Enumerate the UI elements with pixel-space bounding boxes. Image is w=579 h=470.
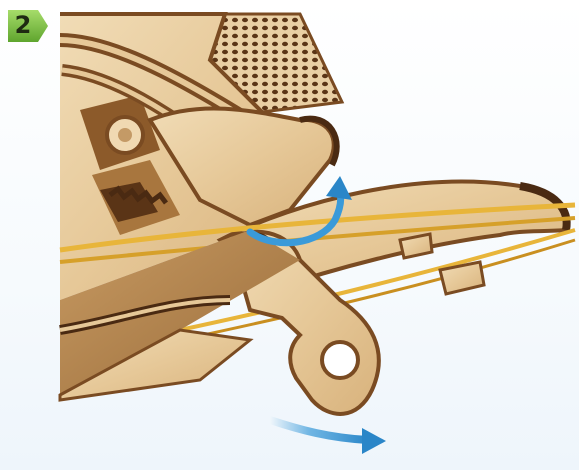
step-badge: 2 (6, 8, 50, 44)
step-number: 2 (6, 10, 40, 40)
movement-arrow (270, 420, 386, 454)
